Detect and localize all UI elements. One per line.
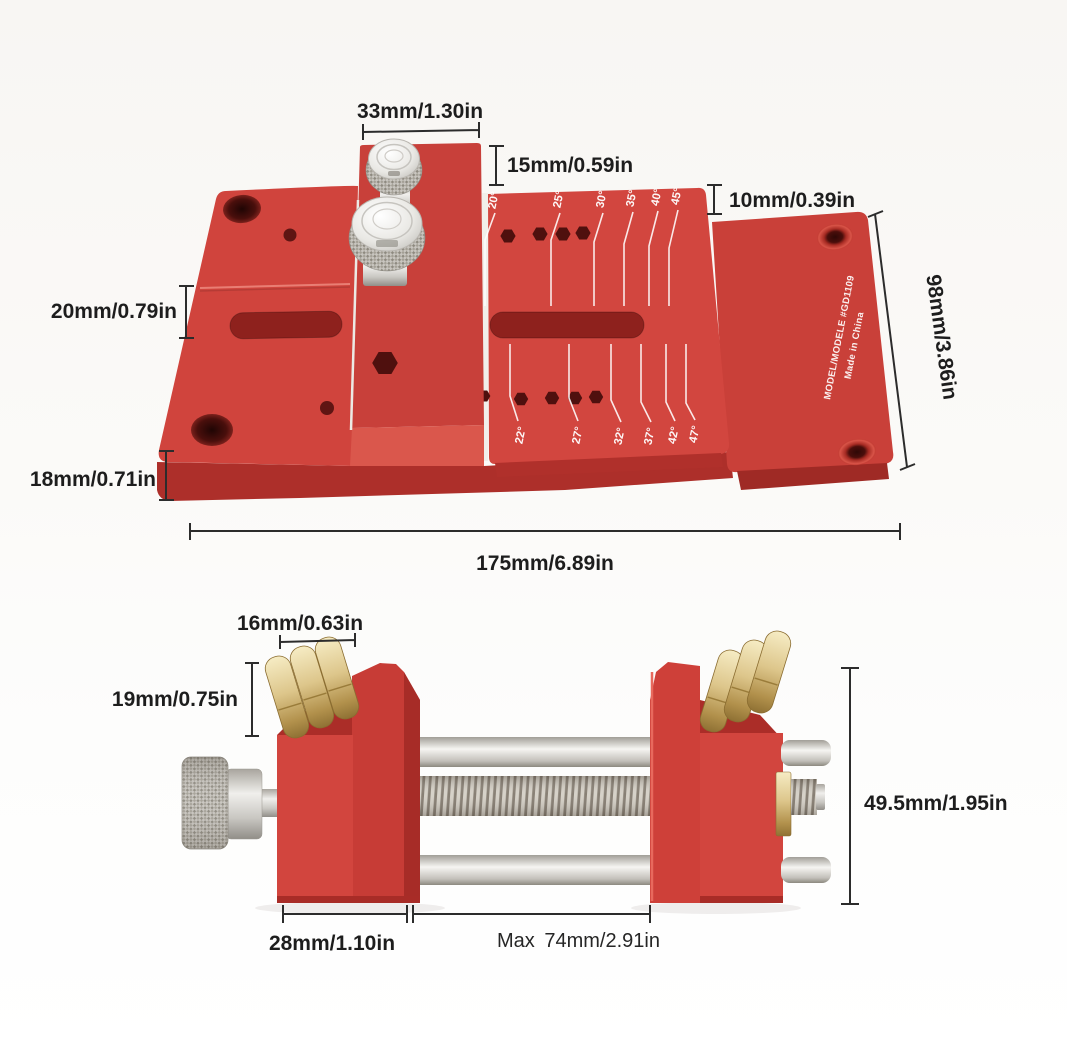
svg-text:28mm/1.10in: 28mm/1.10in xyxy=(269,932,395,955)
angle-labels-bottom: 22° 27° 32° 37° 42° 47° xyxy=(513,424,702,446)
svg-text:33mm/1.30in: 33mm/1.30in xyxy=(357,100,483,123)
dim-28mm: 28mm/1.10in xyxy=(269,905,408,955)
guide-rods xyxy=(400,737,670,885)
clamp-vise-figure: 16mm/0.63in 19mm/0.75in 49.5mm/1.95in 28… xyxy=(112,612,1008,955)
svg-text:25°: 25° xyxy=(551,189,566,209)
adjust-slot-left xyxy=(229,310,343,340)
svg-text:20°: 20° xyxy=(486,190,501,210)
svg-text:16mm/0.63in: 16mm/0.63in xyxy=(237,612,363,635)
pin-hole xyxy=(283,228,297,242)
shadow xyxy=(255,902,445,914)
brass-rollers-left xyxy=(264,636,360,739)
clamp-right-jaw xyxy=(650,630,792,903)
svg-text:19mm/0.75in: 19mm/0.75in xyxy=(112,688,238,711)
rod-ends-right xyxy=(775,740,831,883)
dim-33mm: 33mm/1.30in xyxy=(357,100,483,140)
dim-18mm: 18mm/0.71in xyxy=(30,450,174,501)
svg-text:30°: 30° xyxy=(594,189,609,209)
jig-angle-plate: 20° 25° 30° 35° 40° 45° 22° 27° 32° 37° … xyxy=(477,186,730,477)
svg-text:37°: 37° xyxy=(642,426,657,446)
svg-text:40°: 40° xyxy=(649,187,664,207)
pin-hole xyxy=(320,401,334,415)
svg-text:98mm/3.86in: 98mm/3.86in xyxy=(921,273,961,401)
jig-dimensions: 33mm/1.30in 15mm/0.59in 10mm/0.39in 98mm… xyxy=(30,100,962,575)
max-value: 74mm/2.91in xyxy=(544,930,660,952)
jig-left-plate xyxy=(158,185,358,466)
svg-text:20mm/0.79in: 20mm/0.79in xyxy=(51,300,177,323)
svg-text:42°: 42° xyxy=(666,425,681,445)
svg-text:10mm/0.39in: 10mm/0.39in xyxy=(729,189,855,212)
dim-49mm: 49.5mm/1.95in xyxy=(841,667,1008,905)
clamp-left-jaw xyxy=(264,636,420,903)
svg-text:175mm/6.89in: 175mm/6.89in xyxy=(476,552,614,575)
clamp-knob xyxy=(181,756,284,850)
countersunk-hole xyxy=(817,223,853,251)
corner-hole xyxy=(191,414,233,446)
svg-text:22°: 22° xyxy=(513,425,528,445)
svg-text:27°: 27° xyxy=(570,425,585,445)
dim-20mm: 20mm/0.79in xyxy=(51,285,194,339)
svg-text:45°: 45° xyxy=(669,186,684,206)
thumb-screw-lower xyxy=(348,196,426,286)
jig-plate-figure: MODEL/MODELE #GD1109 Made in China xyxy=(30,100,962,575)
svg-text:32°: 32° xyxy=(612,426,627,446)
dim-max-74mm: Max 74mm/2.91in xyxy=(412,905,660,952)
thumb-screw-upper xyxy=(365,138,423,215)
lead-screw xyxy=(404,776,660,816)
brass-rollers-right xyxy=(699,630,792,733)
dim-10mm: 10mm/0.39in xyxy=(707,184,855,215)
angle-indicator-lines-bottom xyxy=(509,344,696,423)
shadow xyxy=(631,902,801,914)
vise-dimensions: 16mm/0.63in 19mm/0.75in 49.5mm/1.95in 28… xyxy=(112,612,1008,955)
adjust-slot-right xyxy=(489,311,645,339)
dim-15mm: 15mm/0.59in xyxy=(489,145,633,186)
svg-text:Max 74mm/2.91in: Max 74mm/2.91in xyxy=(497,930,660,952)
svg-text:47°: 47° xyxy=(687,424,702,444)
corner-hole xyxy=(223,194,261,224)
dim-19mm: 19mm/0.75in xyxy=(112,662,259,737)
max-prefix: Max xyxy=(497,930,535,952)
dim-175mm: 175mm/6.89in xyxy=(189,523,901,575)
svg-text:35°: 35° xyxy=(624,188,639,208)
angle-indicator-lines-top xyxy=(484,209,679,306)
jig-model-plate: MODEL/MODELE #GD1109 Made in China xyxy=(712,211,894,490)
angle-labels-top: 20° 25° 30° 35° 40° 45° xyxy=(486,186,684,210)
dim-16mm: 16mm/0.63in xyxy=(237,612,363,649)
countersunk-hole xyxy=(838,438,876,466)
svg-text:18mm/0.71in: 18mm/0.71in xyxy=(30,468,156,491)
jig-center-bar xyxy=(348,138,484,466)
svg-text:49.5mm/1.95in: 49.5mm/1.95in xyxy=(864,792,1008,815)
svg-text:15mm/0.59in: 15mm/0.59in xyxy=(507,154,633,177)
